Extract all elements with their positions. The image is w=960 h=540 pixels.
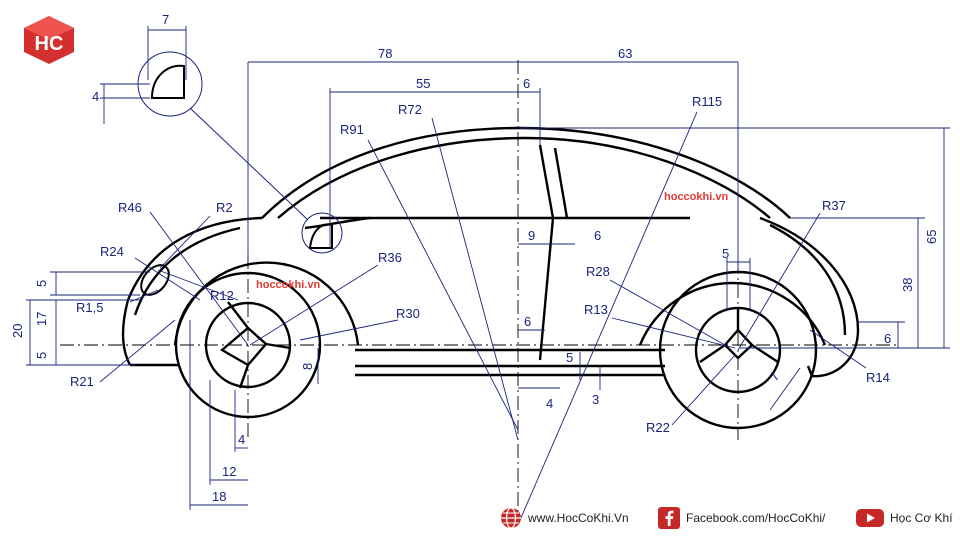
mirror-detail bbox=[137, 51, 343, 254]
dim-belt-height: 38 bbox=[900, 278, 915, 292]
dim-rear-length: 63 bbox=[618, 46, 632, 61]
dim-hub-mid: 12 bbox=[222, 464, 236, 479]
dim-headlight-b: 17 bbox=[34, 312, 49, 326]
dimension-lines bbox=[26, 26, 950, 521]
dim-door-offset: 6 bbox=[524, 314, 531, 329]
radius-r14: R14 bbox=[866, 370, 890, 385]
radius-r91: R91 bbox=[340, 122, 364, 137]
dim-sill-gap: 4 bbox=[546, 396, 553, 411]
dim-sill-height: 5 bbox=[566, 350, 573, 365]
youtube-link[interactable]: Học Cơ Khí bbox=[890, 511, 953, 525]
headlight bbox=[140, 264, 170, 296]
dim-rear-hub: 5 bbox=[722, 246, 729, 261]
youtube-icon bbox=[856, 509, 884, 527]
dim-hub-outer: 18 bbox=[212, 489, 226, 504]
hoccokhi-logo: HC bbox=[24, 16, 74, 64]
radius-r30: R30 bbox=[396, 306, 420, 321]
dim-mirror-height: 4 bbox=[92, 89, 99, 104]
radius-r12: R12 bbox=[210, 288, 234, 303]
dim-window-length: 55 bbox=[416, 76, 430, 91]
dim-window-gap-b: 6 bbox=[594, 228, 601, 243]
footer-facebook[interactable]: Facebook.com/HocCoKhi/ bbox=[658, 506, 825, 530]
dim-sill-depth: 3 bbox=[592, 392, 599, 407]
footer-website[interactable]: www.HocCoKhi.Vn bbox=[500, 506, 629, 530]
dimension-labels: 7 4 78 55 6 63 9 6 5 6 5 4 3 65 38 6 5 1… bbox=[10, 12, 939, 504]
radius-r72: R72 bbox=[398, 102, 422, 117]
watermark-top: hoccokhi.vn bbox=[664, 191, 728, 203]
radius-r13: R13 bbox=[584, 302, 608, 317]
radius-r24: R24 bbox=[100, 244, 124, 259]
dim-total-height: 65 bbox=[924, 230, 939, 244]
radius-r46: R46 bbox=[118, 200, 142, 215]
dim-headlight-a: 5 bbox=[34, 280, 49, 287]
watermark-left: hoccokhi.vn bbox=[256, 279, 320, 291]
dim-bumper-lip: 5 bbox=[34, 352, 49, 359]
radius-r28: R28 bbox=[586, 264, 610, 279]
facebook-link[interactable]: Facebook.com/HocCoKhi/ bbox=[686, 511, 826, 525]
globe-icon bbox=[501, 507, 521, 529]
dim-window-gap-a: 9 bbox=[528, 228, 535, 243]
dim-rear-lip: 6 bbox=[884, 331, 891, 346]
dim-mirror-width: 7 bbox=[162, 12, 169, 27]
dim-pillar-offset: 6 bbox=[523, 76, 530, 91]
dim-front-length: 78 bbox=[378, 46, 392, 61]
dim-bumper-height: 20 bbox=[10, 324, 25, 338]
radius-r1-5: R1,5 bbox=[76, 300, 103, 315]
radius-r115: R115 bbox=[692, 94, 722, 109]
dim-hub-inner: 4 bbox=[238, 432, 245, 447]
radius-r37: R37 bbox=[822, 198, 846, 213]
website-link[interactable]: www.HocCoKhi.Vn bbox=[528, 511, 629, 525]
logo-text: HC bbox=[35, 33, 64, 55]
radius-r21: R21 bbox=[70, 374, 94, 389]
radius-r22: R22 bbox=[646, 420, 670, 435]
facebook-icon bbox=[658, 507, 680, 529]
footer-youtube[interactable]: Học Cơ Khí bbox=[856, 506, 953, 530]
radius-r36: R36 bbox=[378, 250, 402, 265]
radius-r2: R2 bbox=[216, 200, 233, 215]
dim-hub-drop: 8 bbox=[300, 363, 315, 370]
